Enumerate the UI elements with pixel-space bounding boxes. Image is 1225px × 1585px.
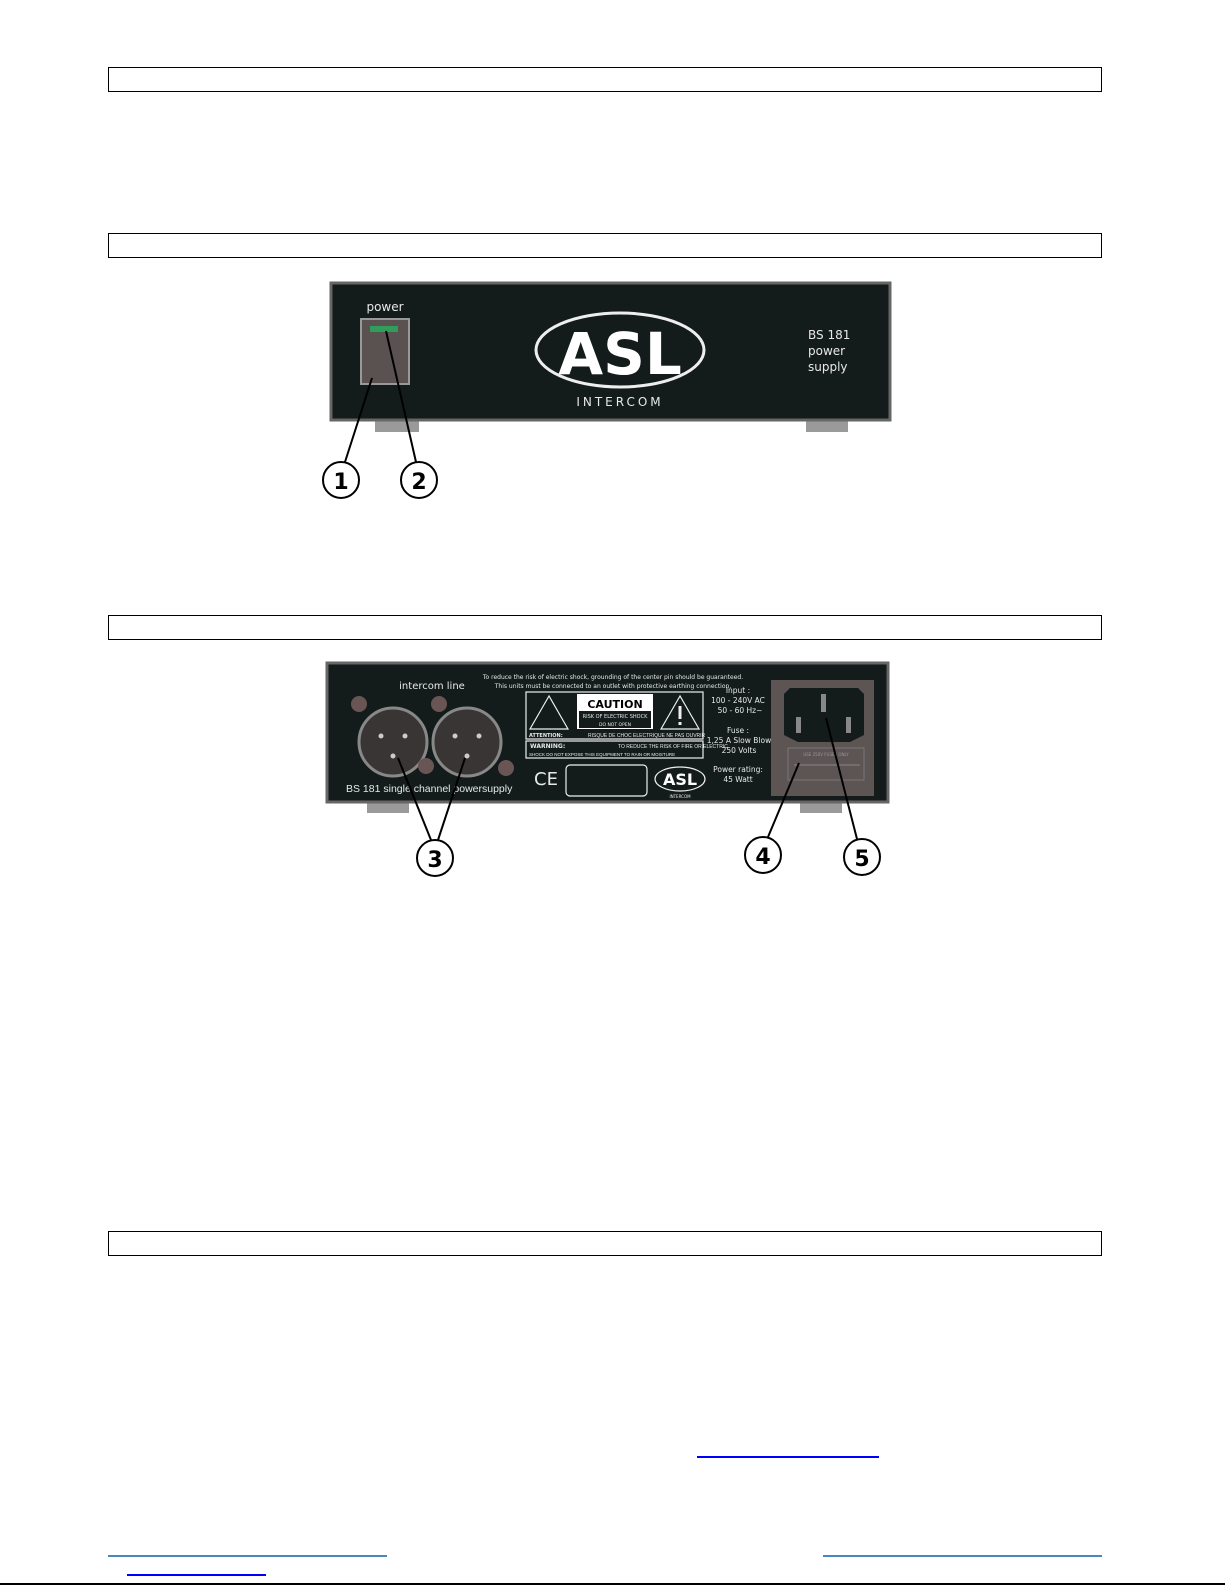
callout-3 [416, 839, 454, 877]
asl-logo: ASL [558, 320, 682, 388]
serial-plate [565, 764, 648, 797]
intercom-logo-sub: INTERCOM [576, 395, 663, 409]
intercom-line-label: intercom line [399, 681, 465, 692]
input-line-1: Input : [726, 686, 750, 695]
footer-link-underline[interactable] [127, 1574, 266, 1576]
warning-text-1: TO REDUCE THE RISK OF FIRE OR ELECTRIC [618, 744, 728, 750]
lightning-warning-icon [528, 694, 570, 730]
callout-1-label: 1 [333, 470, 348, 495]
footer-rule-right [823, 1555, 1102, 1557]
page-bottom-rule [0, 1583, 1225, 1585]
warning-top-2: This units must be connected to an outle… [494, 683, 732, 690]
warning-top-1: To reduce the risk of electric shock, gr… [482, 674, 743, 681]
rear-model-label: BS 181 single channel powersupply [346, 783, 513, 795]
ce-mark: CE [534, 769, 558, 790]
caution-sub2: DO NOT OPEN [599, 722, 631, 728]
warning-label: WARNING: [530, 743, 565, 750]
callout-5 [843, 838, 881, 876]
callout-1 [322, 461, 360, 499]
attention-text: RISQUE DE CHOC ELECTRIQUE NE PAS OUVRIR [588, 733, 706, 739]
front-panel-figure: power ASL INTERCOM BS 181 power supply 1… [322, 281, 892, 499]
rear-logo-sub: INTERCOM [669, 794, 691, 799]
section-header-box-3 [108, 615, 1102, 640]
input-line-3: 50 - 60 Hz~ [718, 706, 763, 715]
callout-5-label: 5 [854, 847, 869, 872]
section-header-box-2 [108, 233, 1102, 258]
fuse-line-2: 1,25 A Slow Blow [707, 736, 772, 745]
caution-sub1: RISK OF ELECTRIC SHOCK [583, 714, 648, 720]
power-switch [360, 318, 410, 385]
section-header-box-4 [108, 1231, 1102, 1256]
caution-label-box [525, 691, 704, 740]
model-line-1: BS 181 [808, 328, 850, 342]
asl-logo-ring [534, 311, 706, 389]
attention-label: ATTENTION: [529, 733, 563, 739]
rear-panel-figure: intercom line BS 181 single channel powe… [325, 661, 890, 877]
callout-2-label: 2 [411, 470, 426, 495]
caution-text: CAUTION [587, 698, 642, 711]
callout-4 [744, 836, 782, 874]
rear-asl-logo: ASL [663, 770, 697, 789]
front-panel [329, 281, 892, 422]
fuse-holder-label: USE 250V FUSES ONLY [803, 752, 849, 757]
fuse-line-3: 250 Volts [722, 746, 757, 755]
model-line-3: supply [808, 360, 848, 374]
warning-box [525, 740, 704, 759]
section-header-box-1 [108, 67, 1102, 92]
input-line-2: 100 - 240V AC [711, 696, 765, 705]
footer-rule-left [108, 1555, 387, 1557]
power-rating-1: Power rating: [713, 765, 763, 774]
power-label: power [366, 300, 403, 314]
fuse-line-1: Fuse : [727, 726, 749, 735]
callout-2 [400, 461, 438, 499]
xlr-connectors [351, 696, 514, 778]
exclamation-warning-icon [659, 694, 701, 730]
warning-text-2: SHOCK DO NOT EXPOSE THIS EQUIPMENT TO RA… [529, 752, 675, 757]
power-rating-2: 45 Watt [723, 775, 752, 784]
model-line-2: power [808, 344, 845, 358]
link-underline[interactable] [697, 1456, 879, 1458]
callout-4-label: 4 [755, 845, 770, 870]
power-led [370, 326, 398, 332]
callout-3-label: 3 [427, 848, 442, 873]
